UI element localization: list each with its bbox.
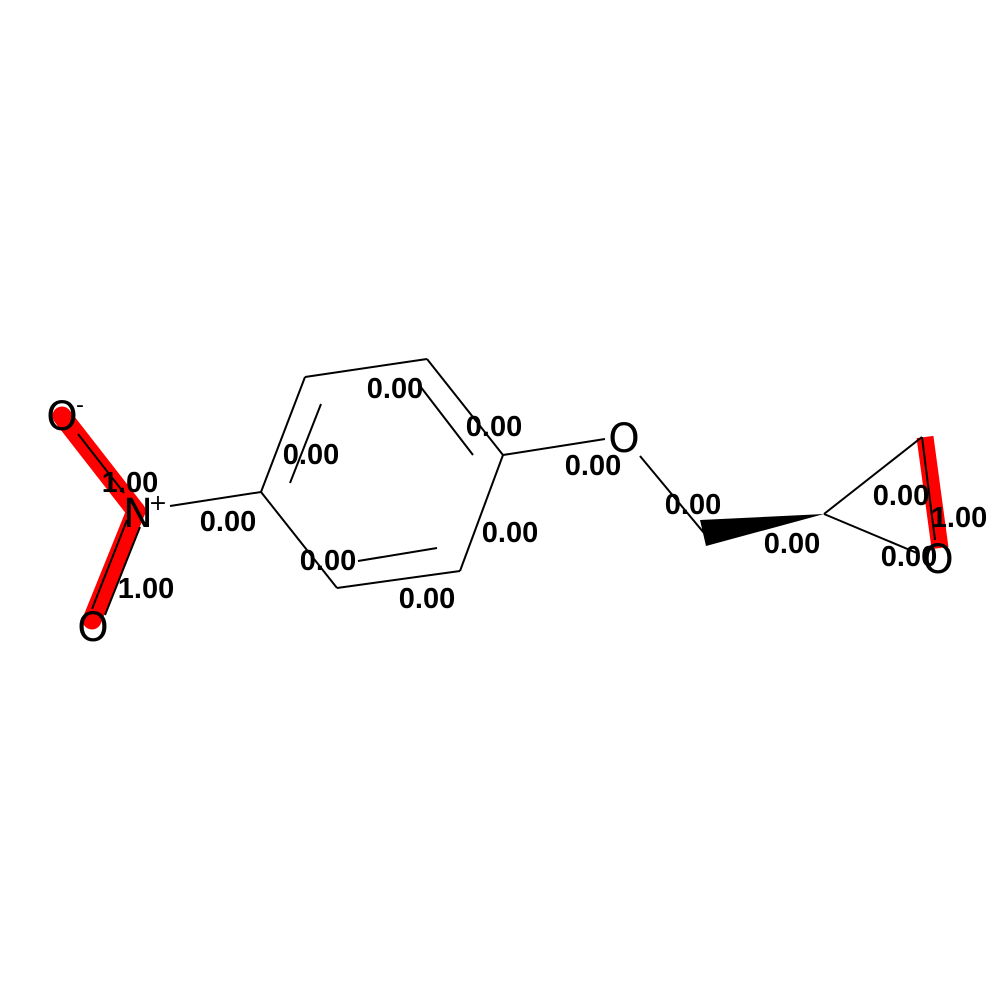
bond-ch-ch2-ring (823, 436, 923, 515)
bond-label-layer: 1.00 1.00 0.00 0.00 0.00 0.00 0.00 0.00 … (102, 373, 987, 615)
wedge-bond-ch2-ch (700, 514, 824, 546)
bond-ch2-ring-o-epoxide (921, 436, 936, 541)
bond-label: 0.00 (873, 480, 929, 512)
bond-c2-c3 (304, 358, 428, 378)
bond-c1-c2 (260, 376, 306, 493)
bond-c3-c4-inner (419, 385, 474, 456)
bond-label: 0.00 (565, 450, 621, 482)
bond-c3-c4 (426, 358, 504, 456)
atom-n-plus: N (123, 491, 153, 537)
atom-o-minus: O (46, 394, 77, 440)
bond-n-o-minus (77, 433, 125, 494)
bond-label: 1.00 (931, 502, 987, 534)
atom-o-nitro: O (77, 605, 108, 651)
bond-label: 0.00 (764, 528, 820, 560)
bond-label: 0.00 (300, 545, 356, 577)
charge-n-plus: + (149, 491, 167, 516)
highlight-n-o-double (82, 501, 146, 630)
bond-ch-o-epoxide (823, 513, 918, 554)
bond-label: 0.00 (881, 541, 937, 573)
bond-label: 0.00 (399, 583, 455, 615)
bond-c6-c1 (260, 491, 338, 589)
bond-c5-c6-inner (357, 547, 438, 562)
bond-n-c1 (169, 491, 262, 507)
bond-label: 0.00 (283, 439, 339, 471)
highlight-n-o-minus (52, 406, 146, 521)
atom-o-epoxide: O (922, 537, 953, 583)
bond-n-o-double-b (104, 526, 141, 616)
charge-o-minus: - (76, 393, 84, 418)
bond-c5-c6 (336, 570, 461, 589)
bond-label: 0.00 (466, 411, 522, 443)
bond-n-o-double-a (91, 519, 128, 610)
bond-c4-o-ether (502, 438, 606, 456)
bond-c1-c2-inner (289, 403, 322, 484)
highlight-layer (52, 406, 949, 630)
bond-label: 1.00 (102, 467, 158, 499)
bond-label: 0.00 (367, 373, 423, 405)
bond-o-ether-ch2 (639, 455, 705, 534)
bond-label: 0.00 (665, 489, 721, 521)
bond-layer (77, 358, 936, 616)
atom-o-ether: O (608, 416, 639, 462)
atom-layer: O - N + O O O (46, 393, 953, 651)
bond-label: 0.00 (482, 517, 538, 549)
bond-label: 1.00 (118, 573, 174, 605)
bond-label: 0.00 (200, 506, 256, 538)
bond-c4-c5 (459, 454, 504, 572)
highlight-epoxide-c-o (916, 435, 949, 550)
